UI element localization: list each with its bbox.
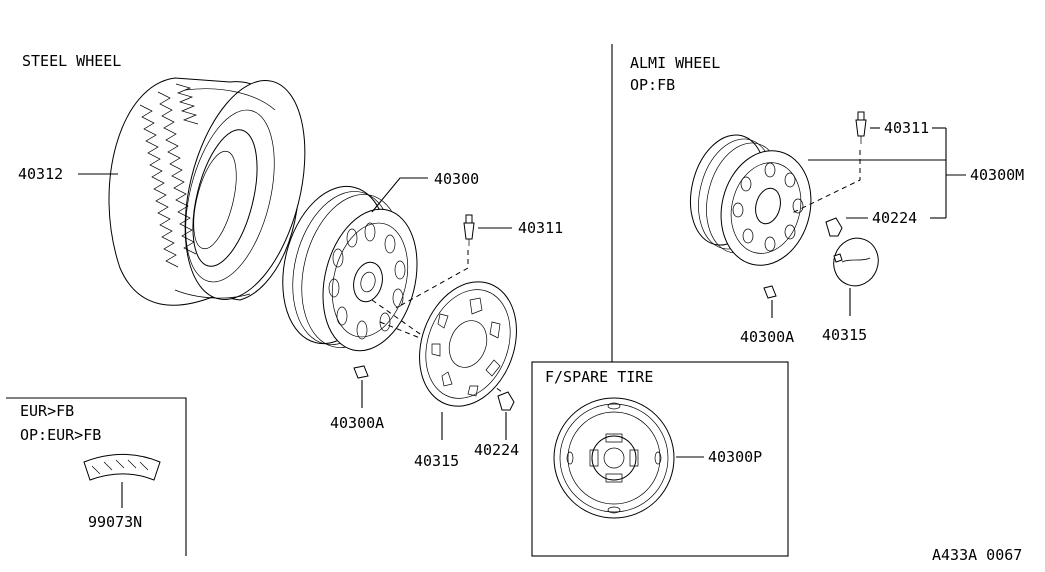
part-40300M-label: 40300M bbox=[970, 166, 1024, 184]
part-40311-almi-label: 40311 bbox=[884, 119, 929, 137]
part-40300A-almi-label: 40300A bbox=[740, 328, 794, 346]
tire-illustration bbox=[108, 77, 306, 306]
figure-code: A433A 0067 bbox=[932, 546, 1022, 564]
eur-box-title: EUR>FB bbox=[20, 402, 74, 420]
spare-box-title: F/SPARE TIRE bbox=[545, 368, 653, 386]
part-40300A-steel-label: 40300A bbox=[330, 414, 384, 432]
steel-wheel-illustration bbox=[282, 185, 418, 352]
nut-icon bbox=[497, 391, 515, 411]
wheel-cover-illustration bbox=[419, 281, 517, 407]
eur-box-option: OP:EUR>FB bbox=[20, 426, 101, 444]
valve-almi-assembly-line bbox=[789, 150, 861, 215]
balance-weight-icon bbox=[353, 365, 369, 379]
leader-40300 bbox=[371, 177, 428, 213]
part-40224-steel-label: 40224 bbox=[474, 441, 519, 459]
section-dividers bbox=[6, 44, 789, 557]
almi-wheel-option: OP:FB bbox=[630, 76, 675, 94]
nut-almi-icon bbox=[825, 217, 843, 237]
part-40315-almi-label: 40315 bbox=[822, 326, 867, 344]
part-40300P-label: 40300P bbox=[708, 448, 762, 466]
part-40224-almi-label: 40224 bbox=[872, 209, 917, 227]
spare-wheel-illustration bbox=[553, 397, 675, 519]
center-cap-illustration bbox=[833, 237, 879, 287]
steel-wheel-title: STEEL WHEEL bbox=[22, 52, 121, 70]
valve-assembly-line bbox=[395, 250, 469, 309]
part-40312-label: 40312 bbox=[18, 165, 63, 183]
part-40311-steel-label: 40311 bbox=[518, 219, 563, 237]
almi-wheel-illustration bbox=[690, 134, 812, 266]
balance-weight-almi-icon bbox=[763, 285, 777, 299]
part-40300-label: 40300 bbox=[434, 170, 479, 188]
almi-wheel-title: ALMI WHEEL bbox=[630, 54, 720, 72]
part-40315-steel-label: 40315 bbox=[414, 452, 459, 470]
valve-icon bbox=[463, 214, 475, 246]
label-kit-icon bbox=[83, 454, 161, 481]
part-99073N-label: 99073N bbox=[88, 513, 142, 531]
valve-almi-icon bbox=[855, 111, 867, 144]
